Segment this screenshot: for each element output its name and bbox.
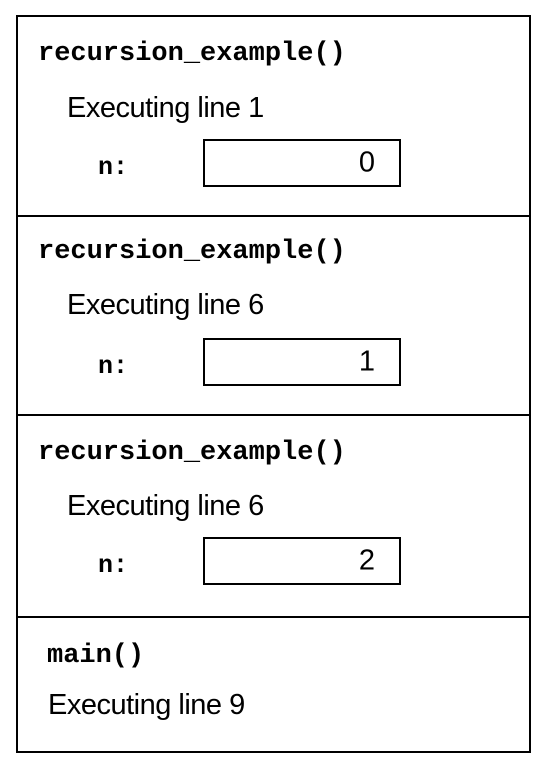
- frame-status: Executing line 9: [48, 689, 245, 721]
- variable-label: n:: [98, 352, 129, 381]
- call-stack: recursion_example() Executing line 1 n: …: [16, 15, 531, 753]
- frame-status: Executing line 1: [67, 92, 264, 124]
- frame-function-name: main(): [47, 641, 145, 671]
- variable-label: n:: [98, 153, 129, 182]
- variable-box: 2: [203, 537, 401, 585]
- variable-value: 2: [358, 544, 375, 577]
- frame-function-name: recursion_example(): [38, 237, 346, 267]
- frame-function-name: recursion_example(): [38, 438, 346, 468]
- stack-frame: recursion_example() Executing line 6 n: …: [18, 217, 529, 416]
- stack-frame-main: main() Executing line 9: [18, 618, 529, 751]
- variable-value: 0: [358, 146, 375, 179]
- frame-status: Executing line 6: [67, 289, 264, 321]
- variable-box: 1: [203, 338, 401, 386]
- variable-box: 0: [203, 139, 401, 187]
- variable-value: 1: [358, 345, 375, 378]
- stack-frame: recursion_example() Executing line 6 n: …: [18, 416, 529, 618]
- frame-function-name: recursion_example(): [38, 39, 346, 69]
- frame-status: Executing line 6: [67, 490, 264, 522]
- variable-label: n:: [98, 551, 129, 580]
- stack-frame: recursion_example() Executing line 1 n: …: [18, 17, 529, 217]
